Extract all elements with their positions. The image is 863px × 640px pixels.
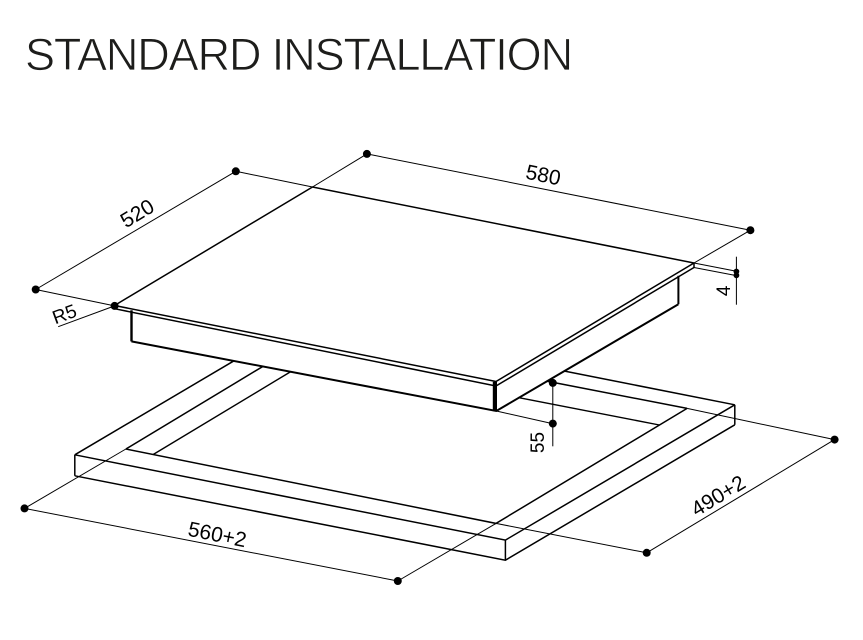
svg-text:520: 520 [117, 195, 159, 233]
svg-text:R5: R5 [50, 301, 80, 329]
svg-text:4: 4 [714, 285, 735, 296]
svg-text:490+2: 490+2 [687, 471, 749, 521]
svg-text:560+2: 560+2 [186, 518, 248, 552]
svg-text:55: 55 [528, 432, 549, 453]
